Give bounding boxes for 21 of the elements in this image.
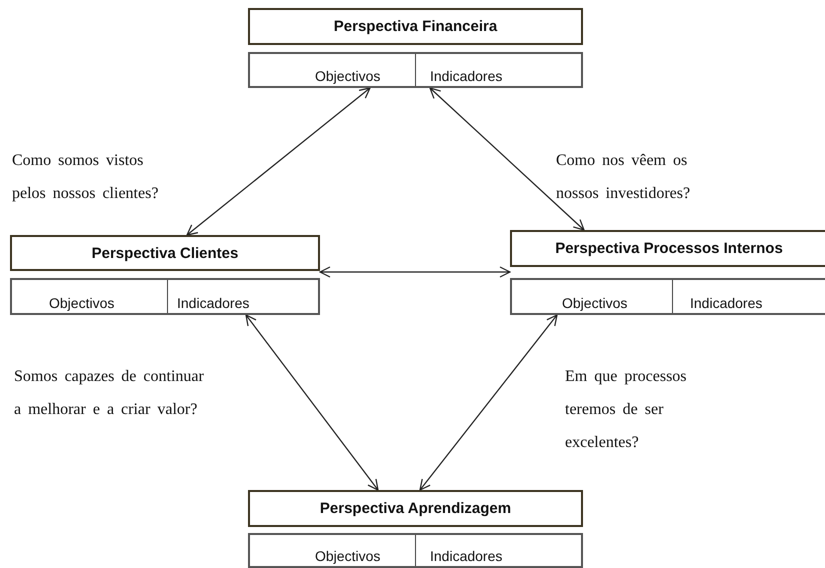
double-arrow [319,266,511,278]
double-arrow [186,87,371,236]
question-text: Como somos vistos pelos nossos clientes? [12,151,160,204]
table-cell-text: Indicadores [690,294,762,313]
table-cell-text: Objectivos [49,294,114,313]
table-cell-text: Indicadores [430,67,502,86]
perspective-title: Perspectiva Aprendizagem [248,490,583,527]
table-cell-text: Indicadores [430,547,502,566]
table-cell-text: Objectivos [315,67,380,86]
question-text: Somos capazes de continuar a melhorar e a criar valor? [14,367,204,420]
question-text: Como nos vêem os nossos investidores? [556,151,692,204]
perspective-title: Perspectiva Financeira [248,8,583,45]
table-cell-text: Objectivos [562,294,628,313]
table-cell-text: Indicadores [177,294,250,313]
double-arrow [245,314,379,491]
double-arrow [429,87,585,231]
question-text: Em que processos teremos de ser excelentes? [565,367,688,453]
perspective-title: Perspectiva Processos Internos [510,230,825,267]
double-arrow [419,314,558,491]
table-cell-text: Objectivos [315,547,380,566]
perspective-title: Perspectiva Clientes [10,235,320,271]
